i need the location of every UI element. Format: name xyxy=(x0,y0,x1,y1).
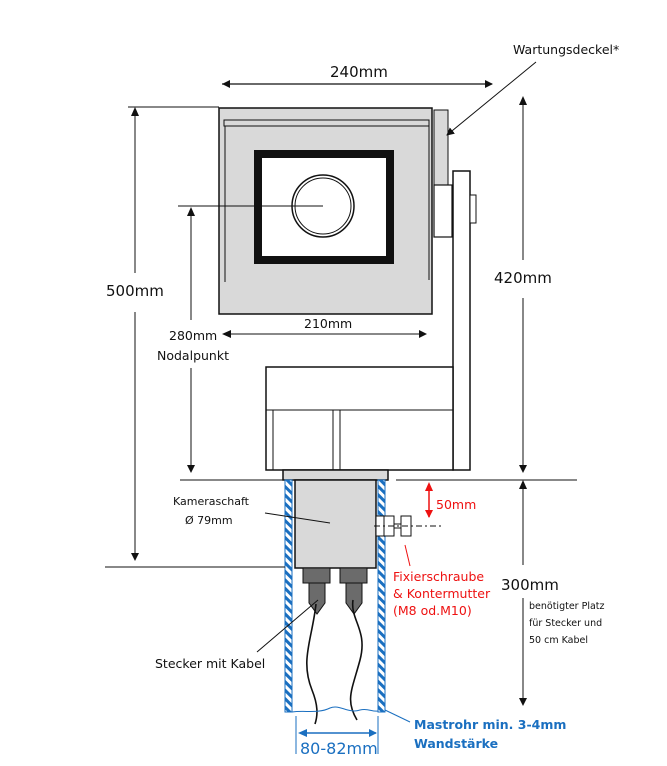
screw-label-line1: Fixierschraube xyxy=(393,569,484,584)
mast-label-line1: Mastrohr min. 3-4mm xyxy=(414,717,566,732)
mast-tube xyxy=(284,479,386,713)
mount-arm xyxy=(452,170,477,471)
camera-housing xyxy=(218,107,433,315)
space-note-line1: benötigter Platz xyxy=(529,601,605,612)
dim-240-label: 240mm xyxy=(330,63,388,81)
screw-label-line3: (M8 od.M10) xyxy=(393,603,472,618)
dim-280-label: 280mm xyxy=(169,328,217,343)
shaft-diameter-label: Ø 79mm xyxy=(185,514,233,527)
plug-label: Stecker mit Kabel xyxy=(155,656,265,671)
maintenance-cover-label: Wartungsdeckel* xyxy=(513,42,619,57)
dim-50-label: 50mm xyxy=(436,497,476,512)
plug-connectors xyxy=(302,567,368,615)
maintenance-cover xyxy=(433,109,449,186)
screw-label-line2: & Kontermutter xyxy=(393,586,491,601)
dim-500-label: 500mm xyxy=(106,282,164,300)
mast-label-line2: Wandstärke xyxy=(414,736,498,751)
dim-420-label: 420mm xyxy=(494,269,552,287)
mast-inner-diameter-label: 80-82mm xyxy=(300,739,378,758)
camera-shaft xyxy=(294,479,377,569)
base-block xyxy=(265,366,454,471)
dim-210-label: 210mm xyxy=(304,316,352,331)
space-note-line3: 50 cm Kabel xyxy=(529,635,588,646)
fixing-screw xyxy=(374,515,442,537)
cables xyxy=(306,599,363,725)
tube-cut-line xyxy=(291,706,379,713)
space-note-line2: für Stecker und xyxy=(529,618,602,629)
flange xyxy=(282,469,389,481)
nodal-point-label: Nodalpunkt xyxy=(157,348,229,363)
dim-300-label: 300mm xyxy=(501,576,559,594)
shaft-label: Kameraschaft xyxy=(173,495,250,508)
